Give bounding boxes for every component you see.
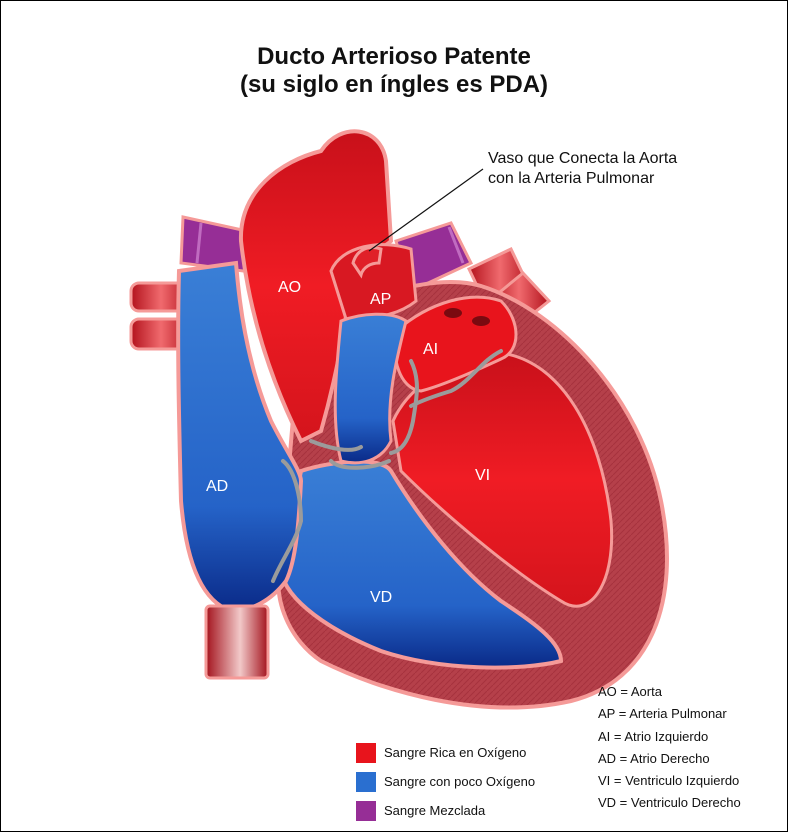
label-vi: VI	[475, 467, 490, 484]
label-ai: AI	[423, 341, 438, 358]
abbrev-ad: AD = Atrio Derecho	[598, 748, 741, 770]
abbrev-vd: VD = Ventriculo Derecho	[598, 792, 741, 814]
legend-item-oxygen-rich: Sangre Rica en Oxígeno	[356, 738, 535, 767]
color-legend: Sangre Rica en Oxígeno Sangre con poco O…	[356, 738, 535, 825]
abbrev-vi: VI = Ventriculo Izquierdo	[598, 770, 741, 792]
label-ad: AD	[206, 478, 228, 495]
abbrev-ao: AO = Aorta	[598, 681, 741, 703]
legend-label: Sangre Rica en Oxígeno	[384, 745, 526, 760]
label-vd: VD	[370, 589, 392, 606]
abbrev-ai: AI = Atrio Izquierdo	[598, 726, 741, 748]
legend-item-mixed: Sangre Mezclada	[356, 796, 535, 825]
label-ap: AP	[370, 291, 391, 308]
abbrev-ap: AP = Arteria Pulmonar	[598, 703, 741, 725]
pv-opening-2	[472, 316, 490, 326]
label-ao: AO	[278, 279, 301, 296]
legend-label: Sangre con poco Oxígeno	[384, 774, 535, 789]
pv-opening-1	[444, 308, 462, 318]
legend-swatch-red	[356, 743, 376, 763]
legend-label: Sangre Mezclada	[384, 803, 485, 818]
legend-swatch-blue	[356, 772, 376, 792]
legend-item-oxygen-poor: Sangre con poco Oxígeno	[356, 767, 535, 796]
abbreviation-list: AO = Aorta AP = Arteria Pulmonar AI = At…	[598, 681, 741, 815]
inferior-vena-cava	[206, 606, 268, 678]
legend-swatch-purple	[356, 801, 376, 821]
